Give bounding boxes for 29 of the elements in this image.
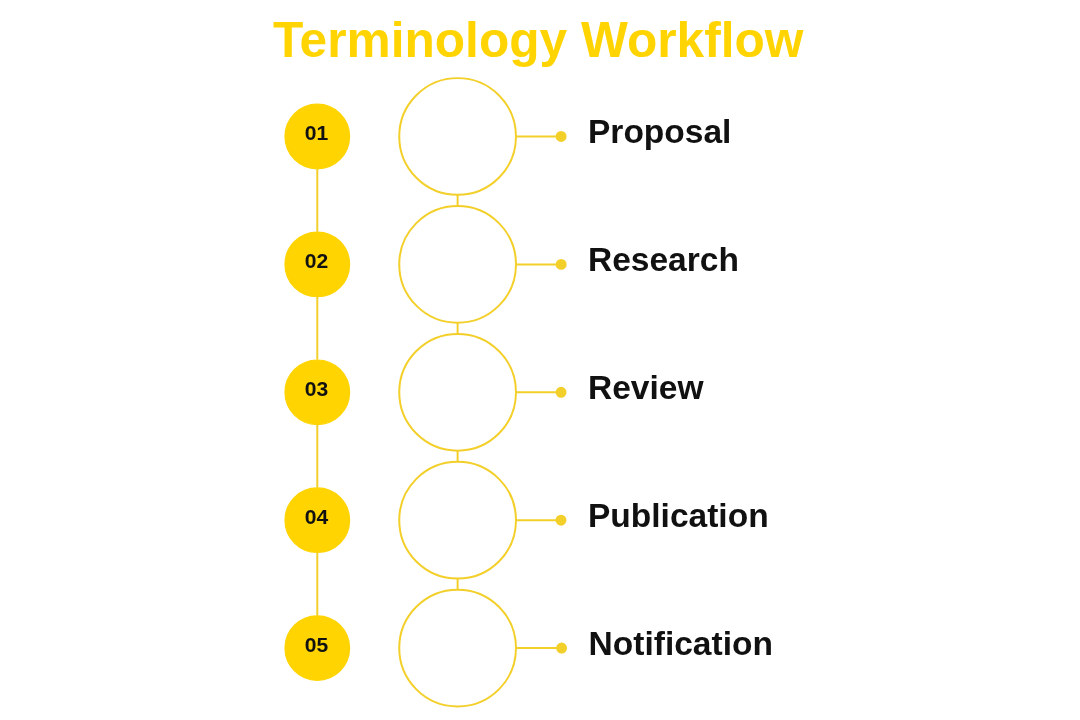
connector (514, 514, 566, 526)
node-circle (397, 460, 517, 580)
connector (456, 321, 459, 335)
diagram-title: Terminology Workflow (272, 12, 804, 69)
node-circle: 01 (283, 103, 350, 170)
node-circle (397, 588, 517, 708)
node-text: Proposal (587, 113, 731, 151)
node-text: Notification (588, 625, 773, 663)
connector (315, 295, 318, 361)
connector (514, 642, 567, 654)
node-circle (397, 205, 517, 324)
node-text: Publication (587, 497, 769, 535)
connector (315, 423, 318, 489)
node-circle (397, 77, 517, 196)
connector (315, 551, 318, 617)
connector (514, 258, 567, 270)
node-circle: 03 (283, 359, 350, 426)
node-text: Research (587, 241, 739, 279)
connector (514, 131, 567, 142)
node-circle: 02 (283, 231, 350, 298)
node-circle (397, 332, 517, 452)
connector (315, 168, 318, 233)
connector (456, 193, 459, 207)
node-text: Review (587, 369, 704, 407)
connector (456, 577, 459, 591)
node-circle: 05 (283, 615, 350, 681)
connector (456, 449, 459, 463)
node-circle: 04 (283, 487, 350, 554)
connector (514, 386, 567, 398)
